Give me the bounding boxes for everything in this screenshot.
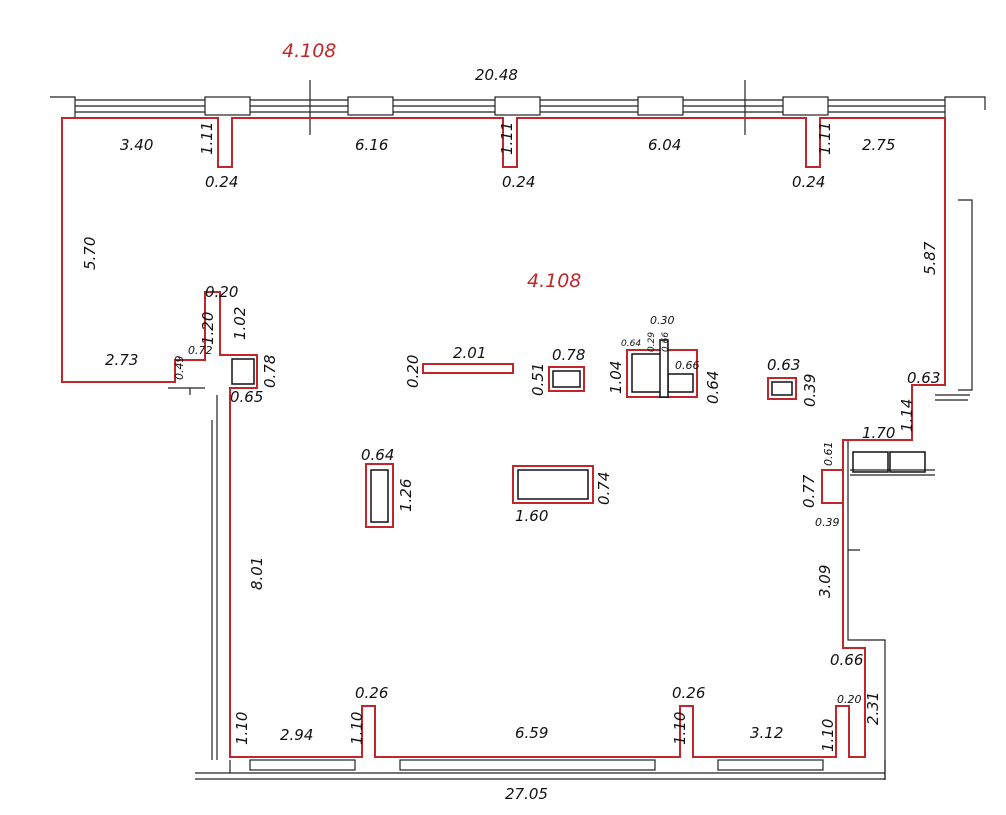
dimension-label: 0.39	[801, 374, 819, 407]
dimension-label: 5.70	[81, 237, 99, 270]
level-label-center: 4.108	[527, 270, 581, 292]
dimension-label: 0.74	[595, 472, 613, 505]
building-walls	[50, 80, 986, 780]
dimension-label: 3.09	[816, 565, 834, 598]
dimension-label: 0.24	[792, 173, 825, 191]
dimension-label: 1.11	[498, 122, 516, 155]
dimension-label: 6.04	[648, 136, 681, 154]
dimension-label: 0.66	[675, 359, 700, 372]
dimension-label: 0.20	[837, 693, 862, 706]
dimension-label: 0.66	[830, 651, 863, 669]
dimension-label: 0.64	[621, 339, 641, 349]
dimension-label: 0.77	[800, 474, 818, 508]
dimension-label: 2.94	[280, 726, 313, 744]
dimension-label: 1.14	[898, 399, 916, 432]
dimension-label: 1.11	[198, 122, 216, 155]
dimension-label: 0.51	[529, 363, 547, 396]
overall-dimension-top: 20.48	[475, 66, 518, 84]
dimension-label: 0.26	[672, 684, 705, 702]
dimension-label: 0.24	[205, 173, 238, 191]
dimension-label: 1.26	[397, 479, 415, 512]
dimension-label: 0.20	[404, 355, 422, 388]
dimension-label: 0.49	[173, 356, 186, 381]
dimension-label: 1.02	[231, 307, 249, 340]
dimension-label: 3.12	[750, 724, 783, 742]
dimension-label: 0.66	[661, 332, 671, 352]
dimension-label: 0.64	[361, 446, 394, 464]
dimension-label: 2.01	[453, 344, 486, 362]
dimension-label: 0.64	[704, 371, 722, 404]
dimension-label: 0.20	[205, 283, 238, 301]
dimension-label: 0.26	[355, 684, 388, 702]
dimension-label: 6.16	[355, 136, 388, 154]
dimension-label: 1.70	[862, 424, 895, 442]
dimension-label: 0.63	[907, 369, 940, 387]
dimension-label: 0.65	[230, 388, 263, 406]
dimension-label: 1.60	[515, 507, 548, 525]
dimension-label: 1.10	[819, 719, 837, 752]
dimension-label: 0.29	[647, 332, 657, 352]
dimension-label: 0.72	[188, 344, 213, 357]
dimension-label: 0.63	[767, 356, 800, 374]
dimension-label: 1.04	[607, 361, 625, 394]
dimension-label: 2.75	[862, 136, 895, 154]
overall-dimension-bottom: 27.05	[505, 785, 548, 803]
dimension-label: 0.78	[552, 346, 585, 364]
dimension-label: 1.20	[199, 312, 217, 345]
dimension-label: 6.59	[515, 724, 548, 742]
dimension-label: 8.01	[248, 557, 266, 590]
dimension-label: 1.10	[671, 712, 689, 745]
dimension-label: 0.61	[822, 442, 835, 467]
dimension-label: 0.78	[261, 355, 279, 388]
dimension-label: 2.73	[105, 351, 138, 369]
dimension-label: 1.10	[233, 712, 251, 745]
fixture-details	[231, 339, 926, 523]
dimension-label: 0.30	[650, 314, 675, 327]
dimension-label: 2.31	[864, 692, 882, 725]
dimension-label: 0.24	[502, 173, 535, 191]
dimension-label: 1.11	[816, 122, 834, 155]
dimension-label: 5.87	[921, 241, 939, 275]
room-outline	[61, 117, 946, 758]
level-label-top: 4.108	[282, 40, 336, 62]
dimension-label: 1.10	[348, 712, 366, 745]
dimension-labels: 3.40 1.11 0.24 6.16 1.11 0.24 6.04 1.11 0.24 2.75…	[81, 122, 940, 752]
dimension-label: 3.40	[120, 136, 153, 154]
dimension-label: 0.39	[815, 516, 840, 529]
